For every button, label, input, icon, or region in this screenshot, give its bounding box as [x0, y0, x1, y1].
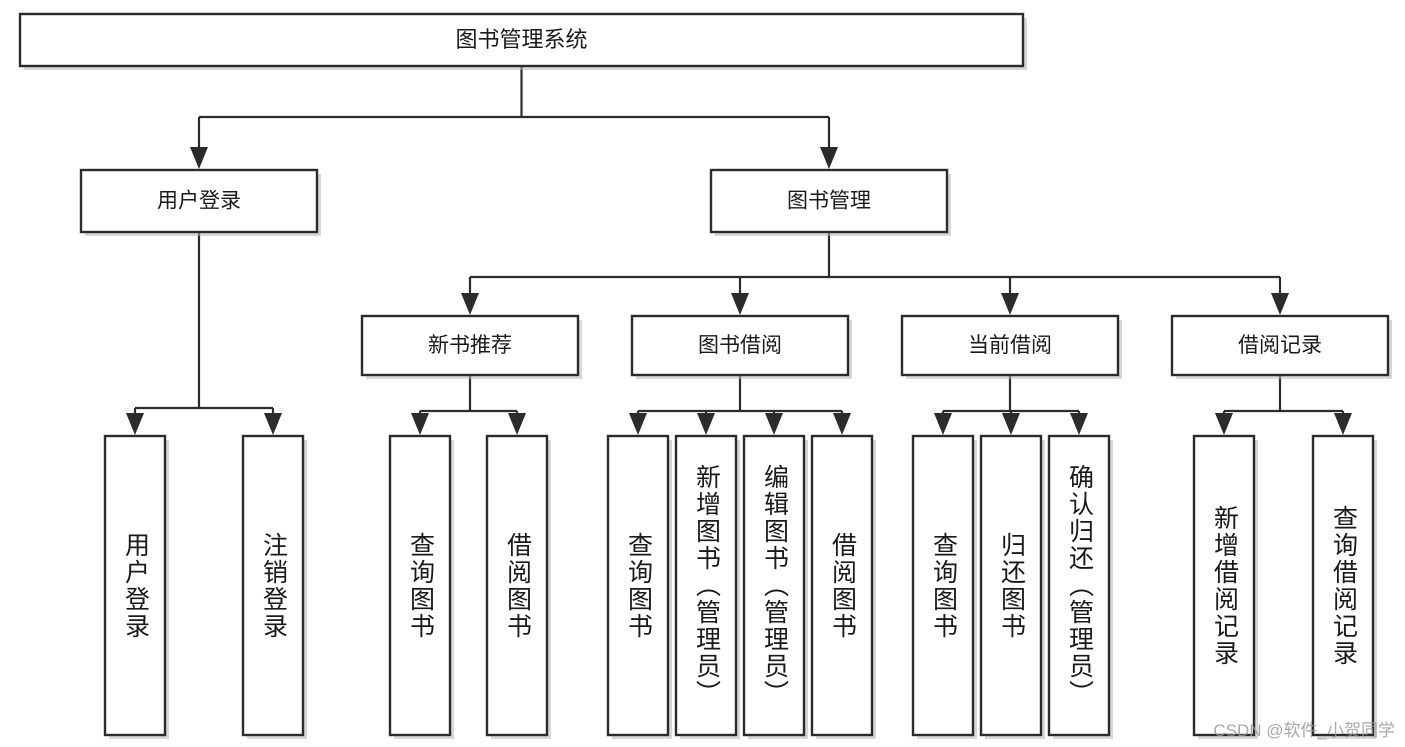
node-borrow-record-label: 借阅记录 [1238, 334, 1322, 357]
node-leaf-query-record[interactable] [1311, 434, 1375, 737]
node-leaf-query-book-b[interactable] [606, 434, 670, 737]
arrowhead-to-new-book-rec [461, 293, 479, 315]
arrowhead-to-leaf-user-logout [264, 413, 282, 435]
node-book-borrow-label: 图书借阅 [698, 334, 782, 357]
node-user-login[interactable] [79, 168, 319, 234]
node-book-manage-label: 图书管理 [787, 190, 871, 213]
arrowhead-to-leaf-query-book-c [934, 413, 952, 435]
node-leaf-user-login[interactable] [103, 434, 167, 737]
arrowhead-to-leaf-add-book [697, 413, 715, 435]
node-leaf-borrow-book-rec[interactable] [485, 434, 549, 737]
arrowhead-to-leaf-borrow-book-rec [508, 413, 526, 435]
arrowhead-to-leaf-query-book-rec [411, 413, 429, 435]
node-box-layer [18, 12, 1392, 739]
node-current-borrow[interactable] [900, 314, 1120, 377]
csdn-watermark: CSDN @软件_小贺同学 [1213, 721, 1395, 740]
arrowhead-to-current-borrow [1001, 293, 1019, 315]
arrowhead-to-leaf-edit-book [765, 413, 783, 435]
arrowhead-to-leaf-return-book [1002, 413, 1020, 435]
arrowhead-to-leaf-confirm-return [1070, 413, 1088, 435]
node-leaf-confirm-return[interactable] [1047, 434, 1111, 737]
node-user-login-label: 用户登录 [157, 190, 241, 213]
node-leaf-borrow-book-b[interactable] [810, 434, 874, 737]
node-leaf-query-book-rec[interactable] [388, 434, 452, 737]
arrowhead-root-to-book-manage [820, 147, 838, 169]
arrowhead-to-leaf-query-record [1334, 413, 1352, 435]
arrowhead-root-to-user-login [190, 147, 208, 169]
node-book-manage[interactable] [709, 168, 949, 234]
node-leaf-query-book-c[interactable] [911, 434, 975, 737]
node-leaf-return-book[interactable] [979, 434, 1043, 737]
node-book-borrow[interactable] [630, 314, 850, 377]
node-root[interactable] [18, 12, 1025, 68]
connector-layer [126, 66, 1352, 435]
arrowhead-to-leaf-user-login [126, 413, 144, 435]
node-borrow-record[interactable] [1170, 314, 1390, 377]
node-leaf-edit-book[interactable] [742, 434, 806, 737]
node-root-label: 图书管理系统 [455, 27, 587, 52]
node-leaf-add-book[interactable] [674, 434, 738, 737]
arrowhead-to-leaf-add-record [1215, 413, 1233, 435]
node-new-book-rec-label: 新书推荐 [428, 334, 512, 357]
node-leaf-add-record[interactable] [1192, 434, 1256, 737]
arrowhead-to-book-borrow [731, 293, 749, 315]
arrowhead-to-borrow-record [1271, 293, 1289, 315]
node-leaf-user-logout[interactable] [241, 434, 305, 737]
node-new-book-rec[interactable] [360, 314, 580, 377]
arrowhead-to-leaf-query-book-b [629, 413, 647, 435]
node-current-borrow-label: 当前借阅 [968, 334, 1052, 357]
arrowhead-to-leaf-borrow-book-b [833, 413, 851, 435]
